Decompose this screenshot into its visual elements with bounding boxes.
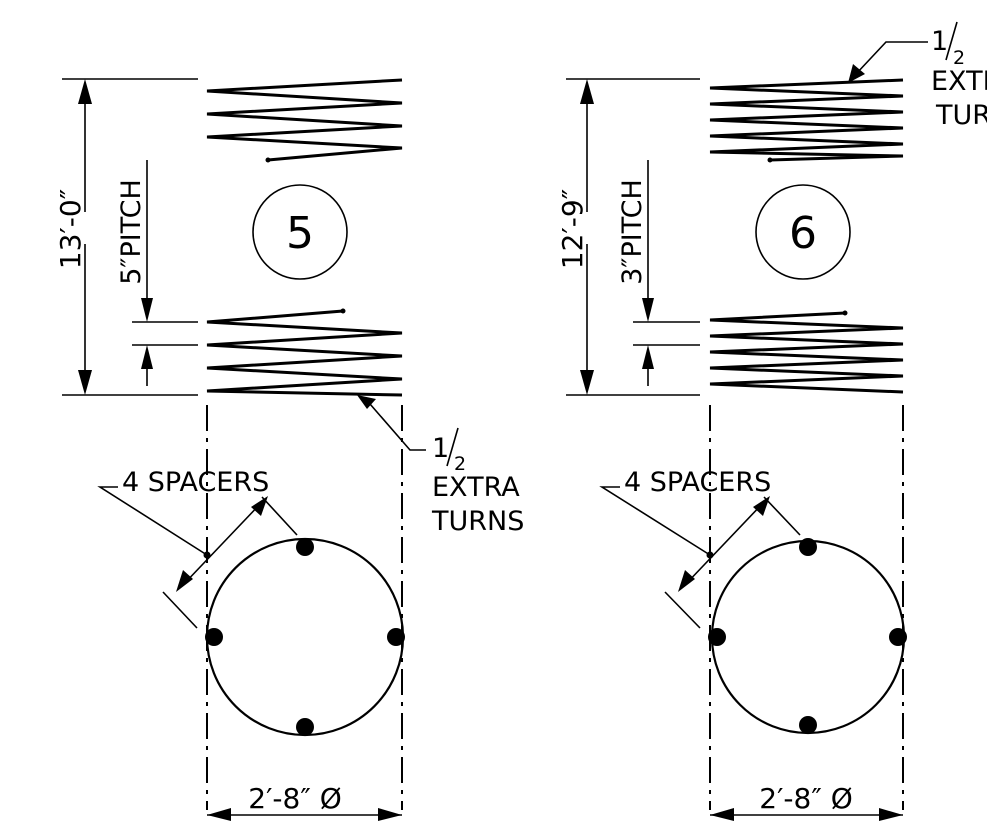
spiral-bottom-turns bbox=[709, 311, 904, 394]
height-dimension-label: 13′-0″ bbox=[54, 189, 87, 269]
height-dimension: 12′-9″ bbox=[556, 78, 700, 396]
arrow-left-icon bbox=[207, 808, 231, 821]
spacer-dot bbox=[387, 628, 405, 646]
arrow-right-icon bbox=[879, 808, 903, 821]
arrow-icon bbox=[678, 570, 695, 592]
extra-turns-callout: 1 2 EXTRA TURNS bbox=[848, 21, 987, 131]
extra-turns-line2: TURNS bbox=[431, 506, 524, 537]
arrow-down-icon bbox=[78, 370, 92, 395]
spacers-callout: 4 SPACERS bbox=[97, 467, 298, 629]
spiral-number: 5 bbox=[286, 208, 314, 259]
spiral-top-turns bbox=[206, 78, 403, 162]
panel-spiral-5: 13′-0″ 5″PITCH 5 1 2 EXTRA TURNS bbox=[54, 78, 524, 821]
height-dimension: 13′-0″ bbox=[54, 78, 198, 396]
spacers-label: 4 SPACERS bbox=[122, 467, 269, 498]
extra-turns-line1: EXTRA bbox=[432, 472, 520, 503]
spiral-top-turns bbox=[709, 78, 904, 162]
arrow-down-icon bbox=[141, 298, 153, 322]
spacer-dot bbox=[296, 538, 314, 556]
diameter-label: 2′-8″ Ø bbox=[759, 782, 853, 815]
pitch-dimension: 3″PITCH bbox=[617, 160, 700, 386]
arrow-icon bbox=[753, 496, 770, 516]
diameter-dimension: 2′-8″ Ø bbox=[207, 782, 402, 821]
arrow-up-icon bbox=[141, 345, 153, 369]
pitch-label: 3″PITCH bbox=[617, 179, 648, 285]
spacers-label: 4 SPACERS bbox=[624, 467, 771, 498]
spacers-callout: 4 SPACERS bbox=[599, 467, 801, 629]
extra-turns-line1: EXTRA bbox=[931, 66, 987, 97]
panel-spiral-6: 12′-9″ 3″PITCH 6 1 2 EXTRA TURNS bbox=[556, 21, 987, 821]
arrow-right-icon bbox=[378, 808, 402, 821]
spacer-dot bbox=[296, 718, 314, 736]
arrow-icon bbox=[176, 570, 193, 592]
spiral-bottom-turns bbox=[206, 309, 403, 397]
arrow-left-icon bbox=[710, 808, 734, 821]
arrow-up-icon bbox=[78, 79, 92, 104]
spacer-dot bbox=[799, 538, 817, 556]
spacer-dot bbox=[205, 628, 223, 646]
diameter-dimension: 2′-8″ Ø bbox=[710, 782, 903, 821]
extra-turns-callout: 1 2 EXTRA TURNS bbox=[357, 395, 524, 537]
spacer-dot bbox=[889, 628, 907, 646]
arrow-icon bbox=[251, 496, 268, 516]
spiral-number-bubble bbox=[252, 184, 348, 280]
pitch-label: 5″PITCH bbox=[116, 179, 147, 285]
spiral-cross-section bbox=[708, 538, 907, 735]
pitch-dimension: 5″PITCH bbox=[116, 160, 198, 386]
extra-turns-line2: TURNS bbox=[935, 100, 987, 131]
diameter-label: 2′-8″ Ø bbox=[248, 782, 342, 815]
extra-turns-denominator: 2 bbox=[454, 453, 466, 475]
extra-turns-numerator: 1 bbox=[432, 433, 449, 464]
height-dimension-label: 12′-9″ bbox=[556, 189, 589, 269]
arrow-up-icon bbox=[642, 345, 654, 369]
leader-arrow-icon bbox=[357, 395, 376, 409]
spiral-cross-section bbox=[205, 537, 405, 737]
spacer-dot bbox=[708, 628, 726, 646]
spacer-dot bbox=[799, 716, 817, 734]
arrow-up-icon bbox=[580, 79, 594, 104]
extra-turns-numerator: 1 bbox=[931, 26, 948, 57]
leader-arrow-icon bbox=[848, 64, 865, 83]
arrow-down-icon bbox=[580, 370, 594, 395]
spiral-number: 6 bbox=[789, 208, 817, 259]
extra-turns-denominator: 2 bbox=[953, 47, 965, 69]
arrow-down-icon bbox=[642, 298, 654, 322]
spiral-number-bubble bbox=[755, 184, 851, 280]
